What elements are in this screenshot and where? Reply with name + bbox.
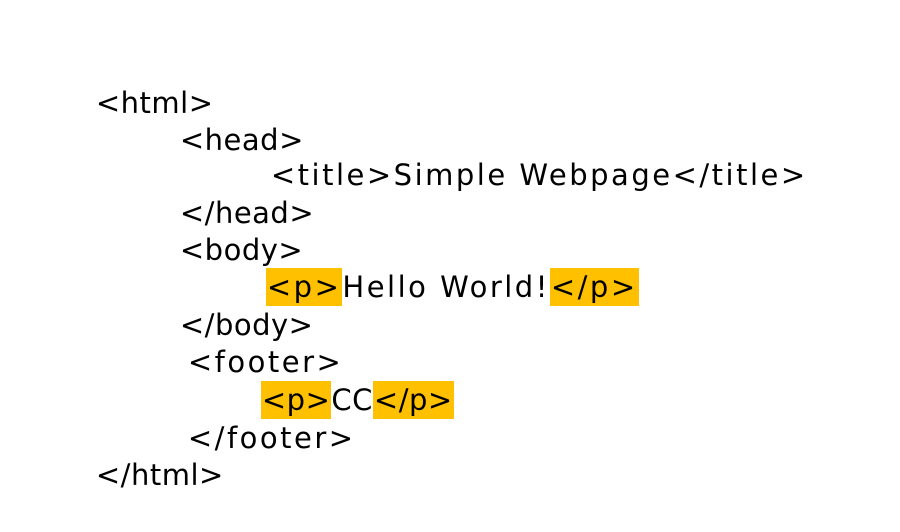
body-close-tag: </body> xyxy=(179,308,314,342)
html-open-tag-line: <html> xyxy=(57,46,214,120)
paragraph-cc-line: <p>CC</p> xyxy=(222,343,454,419)
footer-open-tag-line: <footer> xyxy=(141,305,343,379)
html-close-tag-line: </html> xyxy=(57,418,224,492)
footer-open-tag: <footer> xyxy=(187,345,344,379)
title-line: <title>Simple Webpage</title> xyxy=(224,118,808,192)
paragraph-cc-text: CC xyxy=(331,383,373,417)
head-open-tag-line: <head> xyxy=(141,83,304,157)
p-close-tag-highlighted: </p> xyxy=(372,381,454,419)
title-text: Simple Webpage xyxy=(393,158,673,192)
p-open-tag-highlighted: <p> xyxy=(265,268,343,306)
html-open-tag: <html> xyxy=(95,86,214,120)
html-code-listing: <html> <head> <title>Simple Webpage</tit… xyxy=(57,46,808,492)
footer-close-tag: </footer> xyxy=(187,421,356,455)
title-close-tag: </title> xyxy=(672,158,808,192)
paragraph-hello-text: Hello World! xyxy=(342,270,550,304)
html-close-tag: </html> xyxy=(95,458,224,492)
p-open-tag-highlighted: <p> xyxy=(260,381,332,419)
title-open-tag: <title> xyxy=(270,158,394,192)
head-close-tag-line: </head> xyxy=(141,156,314,230)
body-open-tag-line: <body> xyxy=(141,193,303,267)
p-close-tag-highlighted: </p> xyxy=(549,268,639,306)
head-close-tag: </head> xyxy=(179,196,315,230)
footer-close-tag-line: </footer> xyxy=(141,381,356,455)
body-close-tag-line: </body> xyxy=(141,268,313,342)
head-open-tag: <head> xyxy=(179,123,304,157)
paragraph-hello-line: <p>Hello World!</p> xyxy=(219,230,639,306)
body-open-tag: <body> xyxy=(179,233,304,267)
